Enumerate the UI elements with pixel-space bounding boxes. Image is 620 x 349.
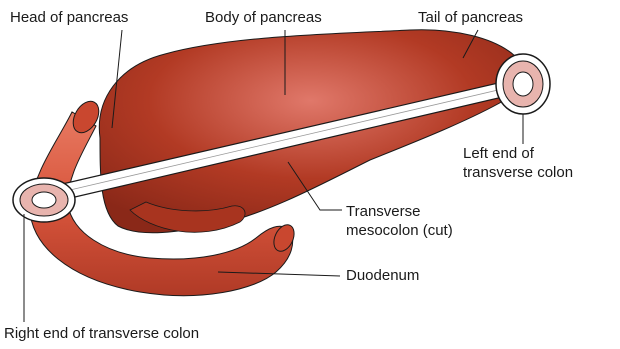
mesocolon-label: Transverse mesocolon (cut) bbox=[346, 202, 453, 240]
mesocolon-line-2: mesocolon (cut) bbox=[346, 221, 453, 240]
tail-of-pancreas-label: Tail of pancreas bbox=[418, 8, 523, 27]
left-end-colon-label: Left end of transverse colon bbox=[463, 144, 573, 182]
mesocolon-line-1: Transverse bbox=[346, 202, 453, 221]
head-of-pancreas-label: Head of pancreas bbox=[10, 8, 128, 27]
body-of-pancreas-label: Body of pancreas bbox=[205, 8, 322, 27]
right-colon-ring bbox=[13, 178, 75, 222]
left-end-line-1: Left end of bbox=[463, 144, 573, 163]
right-end-colon-label: Right end of transverse colon bbox=[4, 324, 199, 343]
left-colon-ring bbox=[496, 54, 550, 114]
duodenum-label: Duodenum bbox=[346, 266, 419, 285]
left-end-line-2: transverse colon bbox=[463, 163, 573, 182]
